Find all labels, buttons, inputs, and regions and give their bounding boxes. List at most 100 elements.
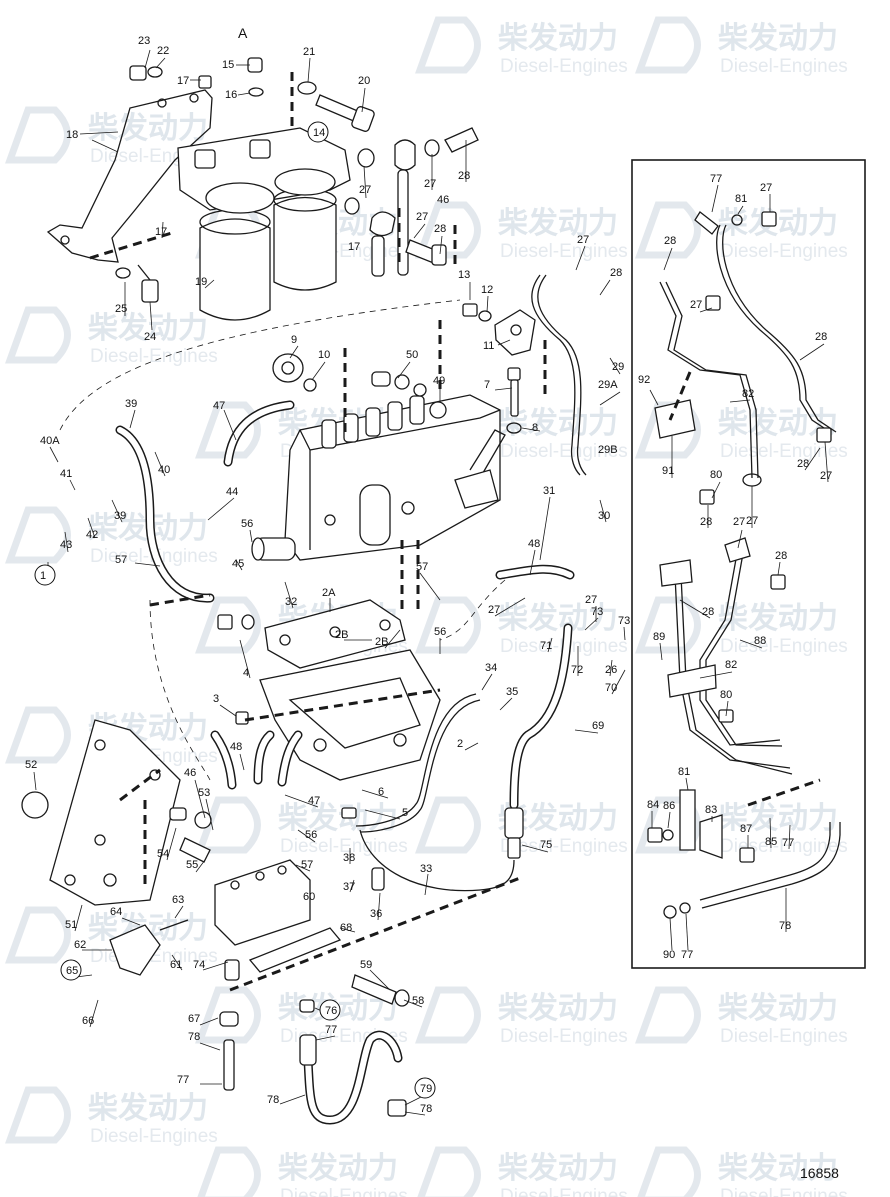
leader-line <box>204 279 215 289</box>
part-number-49: 49 <box>433 375 445 387</box>
leader-line <box>297 829 316 843</box>
part-number-78: 78 <box>779 920 791 932</box>
part-number-80: 80 <box>710 469 722 481</box>
watermark-brand: 柴发动力 <box>718 22 838 55</box>
watermark-layer: 柴发动力Diesel-Engines柴发动力Diesel-Engines柴发动力… <box>5 16 848 1197</box>
leader-line <box>599 391 621 406</box>
part-number-28: 28 <box>664 235 676 247</box>
part-number-91: 91 <box>662 465 674 477</box>
part-number-11: 11 <box>483 340 494 352</box>
leader-line <box>599 499 607 523</box>
leader-line <box>249 529 253 543</box>
watermark-sub: Diesel-Engines <box>500 1026 628 1047</box>
leader-line <box>279 1094 306 1105</box>
leader-line <box>804 447 821 471</box>
part-number-27: 27 <box>760 182 772 194</box>
leader-line <box>499 697 513 711</box>
part-number-33: 33 <box>420 863 432 875</box>
leader-line <box>663 247 673 271</box>
inset-pipes <box>647 211 837 919</box>
leader-line <box>33 771 37 791</box>
part-number-29A: 29A <box>598 379 618 391</box>
watermark-brand: 柴发动力 <box>88 112 208 145</box>
part-number-56: 56 <box>305 829 317 841</box>
watermark-sub: Diesel-Engines <box>280 1186 408 1197</box>
part-number-71: 71 <box>540 640 552 652</box>
callout-ring <box>307 121 329 143</box>
leader-line <box>195 859 206 873</box>
part-number-22: 22 <box>157 45 169 57</box>
watermark-brand: 柴发动力 <box>718 1152 838 1185</box>
watermark-logo-icon <box>635 596 701 654</box>
leader-line <box>699 671 733 679</box>
part-number-52: 52 <box>25 759 37 771</box>
part-number-28: 28 <box>434 223 446 235</box>
leader-line <box>315 1035 336 1041</box>
watermark-logo-icon <box>5 506 71 564</box>
part-number-85: 85 <box>765 836 777 848</box>
leader-line <box>79 131 119 135</box>
part-number-66: 66 <box>82 1015 94 1027</box>
part-number-67: 67 <box>188 1013 200 1025</box>
part-number-89: 89 <box>653 631 665 643</box>
leader-line <box>369 969 391 991</box>
leader-line <box>166 827 177 861</box>
watermark-sub: Diesel-Engines <box>720 441 848 462</box>
injection-pump <box>251 303 536 561</box>
leader-line <box>494 597 526 617</box>
distribution-block <box>21 719 524 1117</box>
leader-line <box>289 345 299 359</box>
part-number-20: 20 <box>358 75 370 87</box>
part-number-24: 24 <box>144 331 156 343</box>
part-number-87: 87 <box>740 823 752 835</box>
leader-line <box>87 517 96 539</box>
watermark-logo-icon <box>415 796 481 854</box>
watermark-logo-icon <box>637 1146 701 1197</box>
watermark-logo-icon <box>635 201 701 259</box>
leader-line <box>737 529 743 549</box>
part-number-27: 27 <box>488 604 500 616</box>
leader-line <box>729 399 751 403</box>
part-number-28: 28 <box>815 331 827 343</box>
part-number-28: 28 <box>775 550 787 562</box>
leader-line <box>404 1111 426 1116</box>
watermark-sub: Diesel-Engines <box>90 346 218 367</box>
part-number-81: 81 <box>735 193 747 205</box>
leader-line <box>155 57 166 69</box>
leader-line <box>667 811 671 829</box>
leader-line <box>521 427 541 432</box>
leader-line <box>239 753 245 771</box>
part-number-44: 44 <box>226 486 238 498</box>
section-label: A <box>238 25 248 41</box>
part-number-26: 26 <box>605 664 617 676</box>
part-number-46: 46 <box>437 194 449 206</box>
watermark-sub: Diesel-Engines <box>500 441 628 462</box>
leader-line <box>699 307 713 313</box>
part-number-29B: 29B <box>598 444 618 456</box>
part-number-69: 69 <box>592 720 604 732</box>
leader-line <box>111 499 123 523</box>
watermark-logo-icon <box>5 106 71 164</box>
leader-line <box>199 1042 221 1051</box>
part-number-35: 35 <box>506 686 518 698</box>
watermark-sub: Diesel-Engines <box>90 1126 218 1147</box>
part-number-68: 68 <box>340 922 352 934</box>
leader-line <box>49 446 59 463</box>
watermark-logo-icon <box>5 706 71 764</box>
part-number-32: 32 <box>285 596 297 608</box>
leader-line <box>134 562 161 567</box>
leader-line <box>69 479 76 491</box>
part-number-65: 65 <box>66 965 78 977</box>
part-number-47: 47 <box>213 400 225 412</box>
leader-line <box>403 999 423 1008</box>
watermark-logo-icon <box>197 1146 261 1197</box>
part-number-55: 55 <box>186 859 198 871</box>
leader-line <box>481 673 493 691</box>
leader-line <box>529 549 536 576</box>
part-number-7: 7 <box>484 379 490 391</box>
watermark-sub: Diesel-Engines <box>500 1186 628 1197</box>
part-number-27: 27 <box>733 516 745 528</box>
